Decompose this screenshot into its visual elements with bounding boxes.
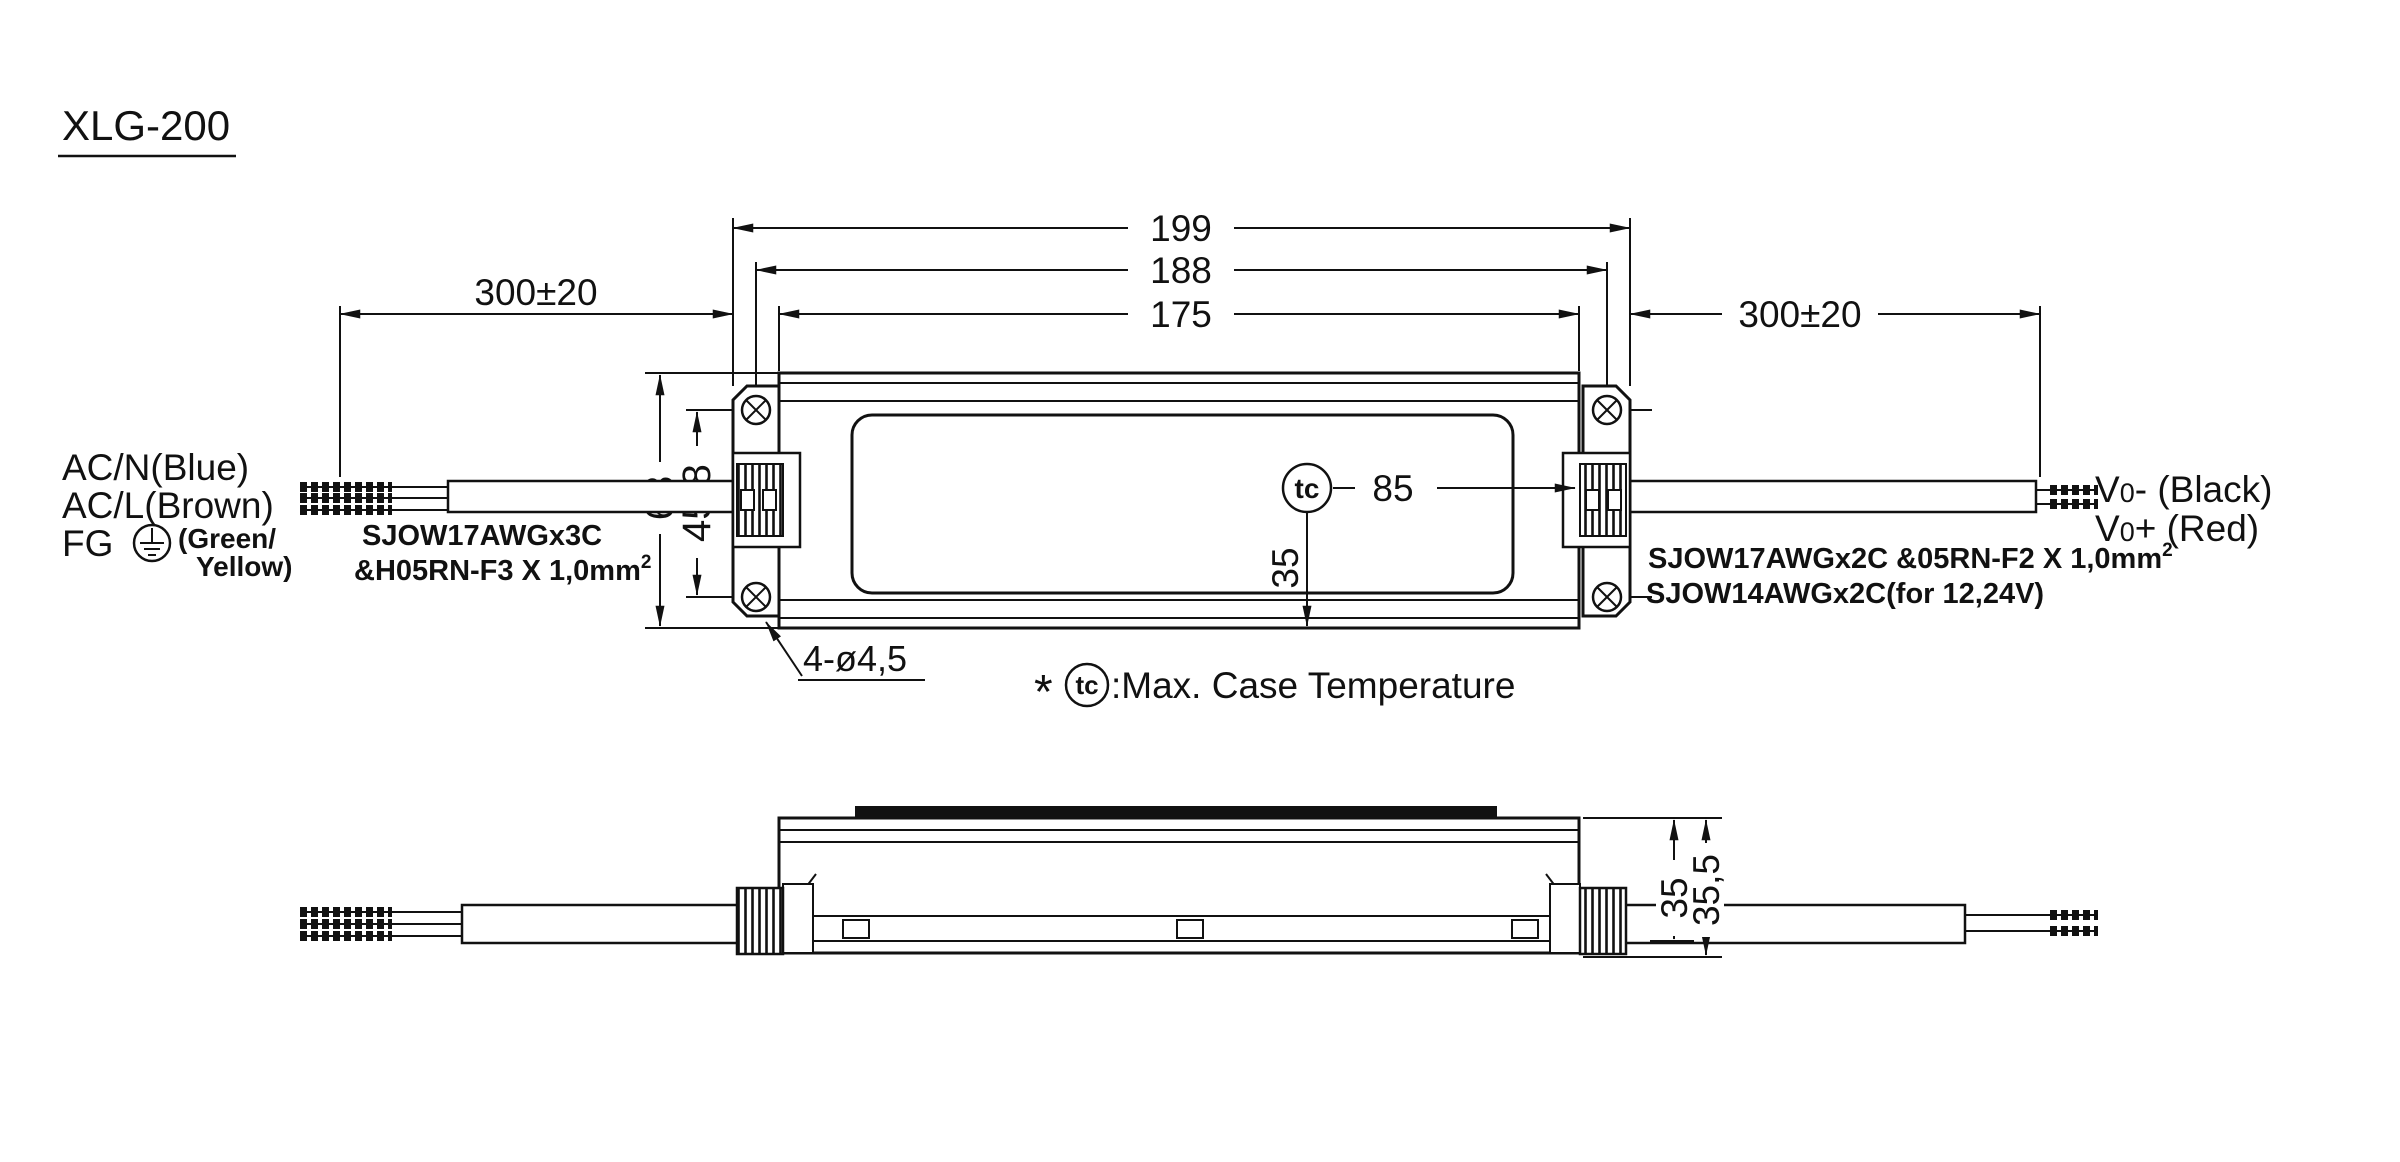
top-view: 199 188 175 300±20 300±20 63: [62, 208, 2272, 719]
label-fg-color-2: Yellow): [196, 551, 292, 582]
dim-body-length: 175: [778, 294, 1580, 335]
dim-holes-label: 4-ø4,5: [803, 638, 907, 679]
side-dimensions: 35 35,5: [1583, 817, 1727, 958]
input-cable-spec-2: &H05RN-F3 X 1,0mm2: [354, 552, 651, 587]
title-block: XLG-200: [58, 102, 236, 158]
label-fg: FG: [62, 523, 113, 564]
case-gasket-strip: [855, 806, 1497, 818]
cable-gland-right-side: [1578, 886, 1628, 956]
dim-cable-right: 300±20: [1629, 294, 2041, 335]
label-ac-neutral: AC/N(Blue): [62, 447, 249, 488]
earth-ground-icon: [132, 523, 172, 563]
input-labels: AC/N(Blue) AC/L(Brown) FG (Green/ Yellow…: [62, 447, 651, 587]
dim-35-5-side-label: 35,5: [1686, 854, 1727, 926]
tc-icon-label: tc: [1295, 473, 1320, 504]
screw-hole-icon: [1591, 394, 1623, 426]
mounting-hole-callout: 4-ø4,5: [765, 621, 925, 681]
dim-35-label: 35: [1265, 547, 1306, 588]
screw-hole-icon: [740, 581, 772, 613]
dim-35-side-label: 35: [1654, 877, 1695, 918]
label-fg-color-1: (Green/: [178, 523, 276, 554]
case-slot: [842, 919, 870, 939]
dim-188-label: 188: [1150, 250, 1212, 291]
dim-199-label: 199: [1150, 208, 1212, 249]
note-text: :Max. Case Temperature: [1111, 665, 1515, 706]
tc-note: * tc :Max. Case Temperature: [1034, 662, 1515, 719]
screw-hole-icon: [740, 394, 772, 426]
cable-gland-left-side: [735, 886, 785, 956]
dim-hole-pitch: 188: [755, 250, 1608, 291]
side-input-cable: [300, 903, 740, 945]
screw-hole-icon: [1591, 581, 1623, 613]
label-v-plus: V0+ (Red): [2095, 508, 2259, 549]
side-view: 35 35,5: [300, 806, 2098, 958]
cable-gland-left: [731, 451, 802, 549]
gland-bracket-right: [1549, 883, 1581, 954]
dim-175-label: 175: [1150, 294, 1212, 335]
dim-cable-left: 300±20: [339, 272, 734, 319]
output-labels: V0- (Black) V0+ (Red) SJOW17AWGx2C &05RN…: [1646, 469, 2272, 610]
dim-cable-right-label: 300±20: [1738, 294, 1861, 335]
dim-overall-length: 199: [732, 208, 1631, 249]
output-cable-spec-2: SJOW14AWGx2C(for 12,24V): [1646, 578, 2044, 610]
case-slot: [1176, 919, 1204, 939]
gland-bracket-left: [782, 883, 814, 954]
note-star: *: [1034, 666, 1053, 719]
note-tc-icon: [1064, 662, 1110, 708]
cable-gland-right: [1561, 451, 1632, 549]
input-cable-spec-1: SJOW17AWGx3C: [362, 520, 602, 552]
output-cable: [1625, 479, 2098, 514]
tc-marker: tc 85 35: [1265, 462, 1576, 627]
case-lid: [850, 413, 1515, 595]
input-cable: [300, 479, 737, 515]
output-cable-spec-1: SJOW17AWGx2C &05RN-F2 X 1,0mm2: [1648, 540, 2173, 575]
page-title: XLG-200: [62, 102, 230, 149]
label-ac-line: AC/L(Brown): [62, 485, 274, 526]
note-tc-label: tc: [1075, 670, 1098, 700]
case-side-view: [735, 806, 1628, 956]
dim-cable-left-label: 300±20: [474, 272, 597, 313]
label-v-minus: V0- (Black): [2095, 469, 2272, 510]
case-slot: [1511, 919, 1539, 939]
case-top-view: [731, 371, 1632, 630]
dim-85-label: 85: [1372, 468, 1413, 509]
